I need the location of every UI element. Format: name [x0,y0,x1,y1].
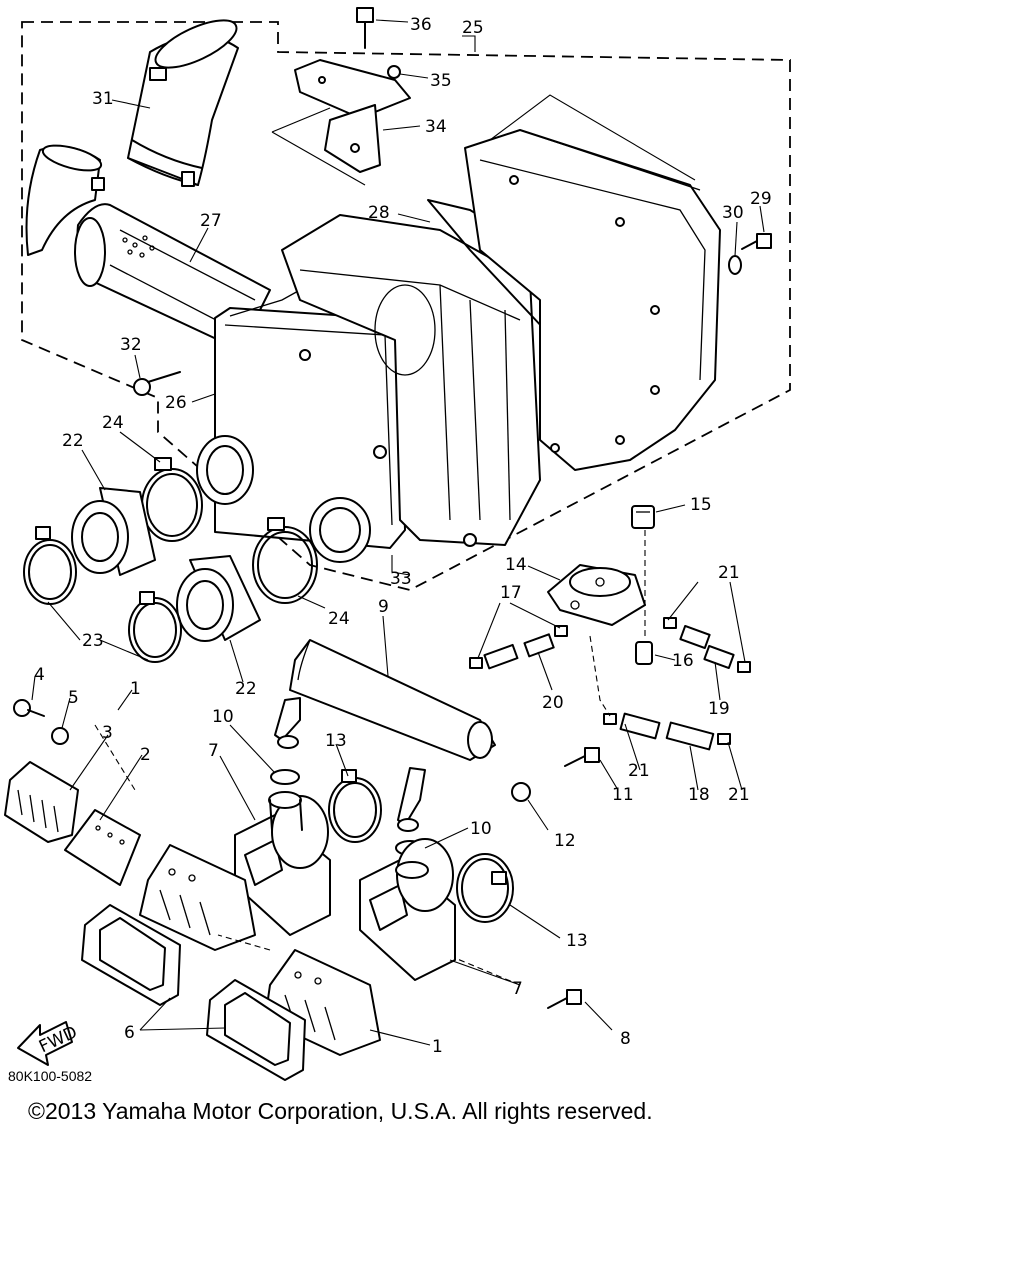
part-13-clamp-upper [328,769,382,843]
part-23-clamp-right [128,591,182,663]
callout-29: 29 [750,189,772,209]
callout-13-lower: 13 [566,931,588,951]
part-23-clamp-left [23,526,77,605]
callout-17: 17 [500,583,522,603]
part-13-clamp-lower [456,853,514,923]
callout-16: 16 [672,651,694,671]
part-4-screw [13,699,45,717]
part-11-bolt [564,747,600,767]
callout-24-upper: 24 [102,413,124,433]
callout-30: 30 [722,203,744,223]
callout-22-lower: 22 [235,679,257,699]
part-2-reed-valve [64,809,141,886]
callout-7-lower: 7 [512,979,523,999]
callout-5: 5 [68,688,79,708]
callout-7-upper: 7 [208,741,219,761]
callout-21-top: 21 [718,563,740,583]
cover-outline-lines [489,94,696,181]
callout-11: 11 [612,785,634,805]
callout-23: 23 [82,631,104,651]
callout-28: 28 [368,203,390,223]
callout-36: 36 [410,15,432,35]
callouts: 36 25 35 34 31 27 28 30 29 32 26 24 22 1… [34,15,772,1057]
part-29-bolt [741,233,772,250]
airbox-cover [464,129,721,471]
callout-10-upper: 10 [212,707,234,727]
callout-13-upper: 13 [325,731,347,751]
callout-25: 25 [462,18,484,38]
callout-10-lower: 10 [470,819,492,839]
part-7-manifold-upper [234,791,331,936]
callout-26: 26 [165,393,187,413]
callout-27: 27 [200,211,222,231]
callout-21-right: 21 [728,785,750,805]
copyright-notice: ©2013 Yamaha Motor Corporation, U.S.A. A… [28,1098,653,1124]
part-26-airbox-base [196,289,406,563]
part-35-nut [387,65,401,79]
callout-22-upper: 22 [62,431,84,451]
callout-9: 9 [378,597,389,617]
part-8-bolt [547,989,582,1009]
part-9-chamber [274,639,496,832]
part-24-clamp-upper [141,457,203,542]
part-18-hose [603,712,731,751]
callout-12: 12 [554,831,576,851]
callout-19: 19 [708,699,730,719]
part-36-bolt [356,7,374,49]
part-5-nut [51,727,69,745]
part-7-manifold-lower [359,838,456,981]
part-16-fitting [635,641,653,665]
part-6-gasket-upper [81,904,181,1006]
callout-14: 14 [505,555,527,575]
callout-4: 4 [34,665,45,685]
callout-2: 2 [140,745,151,765]
part-15-cap [631,505,655,529]
part-22-joint-upper [71,487,156,576]
callout-32: 32 [120,335,142,355]
callout-33: 33 [390,569,412,589]
airbox-middle-body [281,214,541,547]
part-34-bracket [271,59,411,186]
callout-24-lower: 24 [328,609,350,629]
part-1-reed-valve-assembly-upper [139,844,256,951]
callout-1-upper: 1 [130,679,141,699]
part-12-nut [511,782,531,802]
fwd-arrow-icon: FWD [17,1021,80,1066]
callout-1-lower: 1 [432,1037,443,1057]
part-6-gasket-lower [206,979,306,1081]
part-20-hose [483,633,555,670]
callout-8: 8 [620,1029,631,1049]
callout-34: 34 [425,117,447,137]
callout-18: 18 [688,785,710,805]
callout-6: 6 [124,1023,135,1043]
part-10-o-ring-upper [270,769,300,785]
part-19-hose [663,617,751,673]
leader-lines [31,19,765,1046]
assembly-25-boundary [21,21,791,591]
callout-3: 3 [102,723,113,743]
part-24-clamp-lower [252,517,318,604]
callout-31: 31 [92,89,114,109]
part-22-joint-lower [176,555,261,642]
part-3-valve-stopper [4,761,79,843]
callout-20: 20 [542,693,564,713]
callout-21-mid: 21 [628,761,650,781]
part-32-bolt [133,371,181,396]
drawing-code: 80K100-5082 [8,1068,93,1084]
callout-15: 15 [690,495,712,515]
callout-35: 35 [430,71,452,91]
part-30-washer [728,255,742,275]
part-14-pump [547,564,646,626]
diagram-artwork: FWD [4,7,791,1081]
part-31-elbow-duct [127,19,239,187]
part-17-hose-clips [469,625,568,669]
